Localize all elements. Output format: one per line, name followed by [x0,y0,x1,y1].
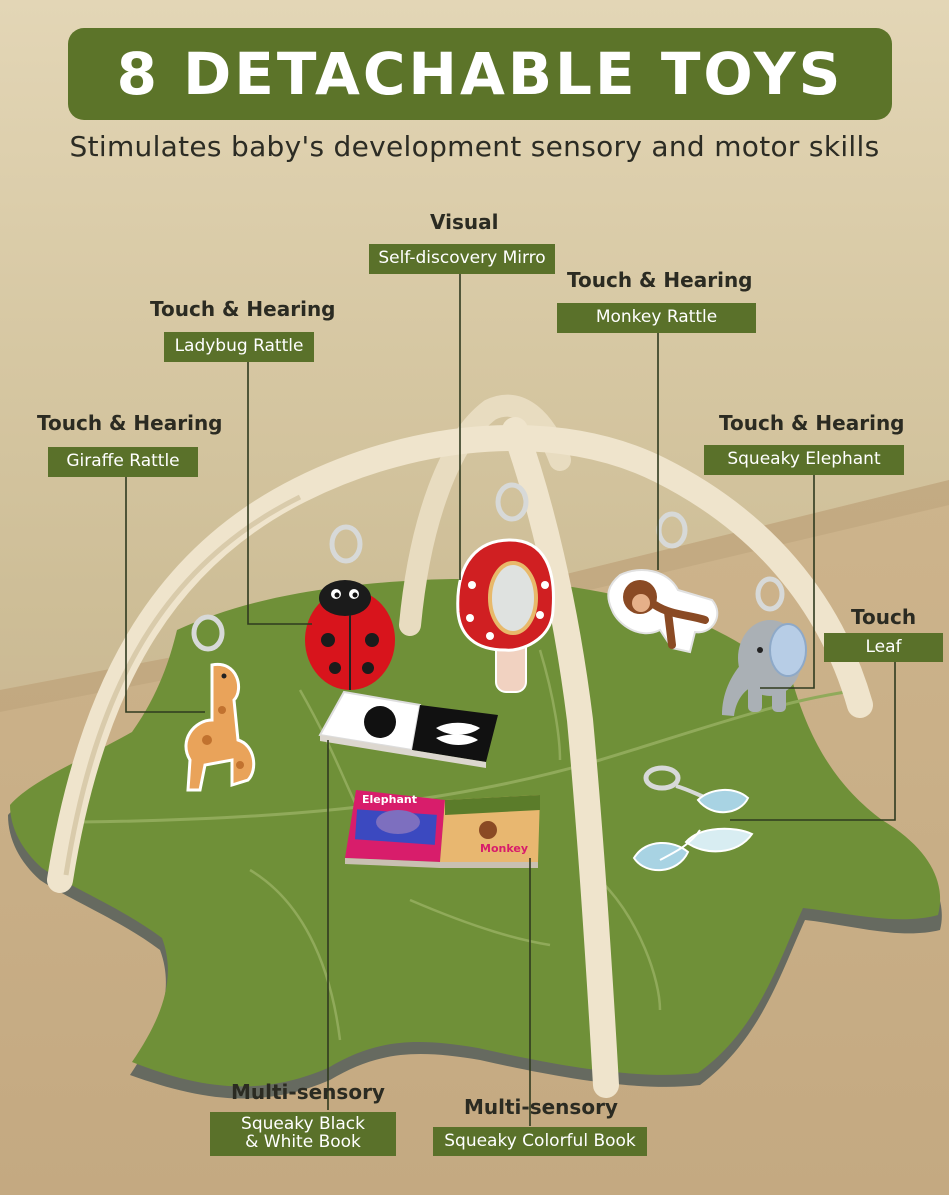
leaf-category: Touch [851,605,917,629]
color-book-category: Multi-sensory [464,1095,618,1119]
headline-title: 8 DETACHABLE TOYS [116,40,844,108]
visual-category: Visual [430,210,499,234]
ladybug-category: Touch & Hearing [150,297,336,321]
bw-book-label-line2: & White Book [245,1132,361,1152]
elephant-toy-label: Squeaky Elephant [704,445,904,475]
color-book-toy-label: Squeaky Colorful Book [433,1127,647,1156]
ladybug-toy-label: Ladybug Rattle [164,332,314,362]
bw-book-category: Multi-sensory [231,1080,385,1104]
elephant-category: Touch & Hearing [719,411,905,435]
bw-book-label-line1: Squeaky Black [241,1114,365,1135]
gym-arches [47,394,873,1098]
colorful-book: Elephant Monkey [345,790,540,868]
ladybug-rattle [305,580,395,690]
squeaky-elephant [722,620,807,716]
book-monkey-text: Monkey [480,842,528,855]
leaf-teether [632,784,754,872]
subtitle: Stimulates baby's development sensory an… [69,130,880,163]
monkey-toy-label: Monkey Rattle [557,303,756,333]
monkey-rattle [607,569,719,654]
mushroom-mirror [456,538,555,693]
mirror-toy-label: Self-discovery Mirro [369,244,555,274]
giraffe-rattle [184,663,256,792]
monkey-category: Touch & Hearing [567,268,753,292]
callout-lines [125,272,896,1126]
black-white-book [318,690,498,768]
giraffe-toy-label: Giraffe Rattle [48,447,198,477]
headline-banner: 8 DETACHABLE TOYS [68,28,892,120]
giraffe-category: Touch & Hearing [37,411,223,435]
bw-book-toy-label: Squeaky Black & White Book [210,1112,396,1156]
book-elephant-text: Elephant [362,793,417,806]
leaf-toy-label: Leaf [824,633,943,662]
hanging-clips [191,482,785,791]
